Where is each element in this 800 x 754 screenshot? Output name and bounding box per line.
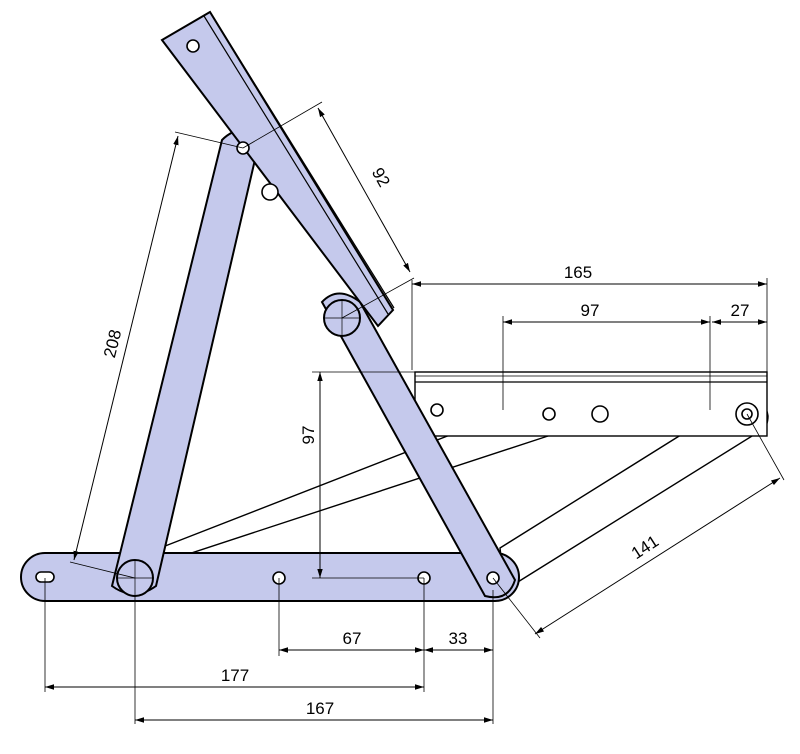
lid-hole-top [186,39,200,53]
dim-label-27: 27 [731,301,750,320]
dimension-27: 27 [712,301,767,325]
dimension-97-vertical: 97 [299,371,424,579]
base-link [20,552,520,602]
dim-label-33: 33 [449,629,468,648]
dimension-167: 167 [134,596,493,724]
dim-label-177: 177 [221,666,249,685]
dimension-177: 177 [44,578,424,692]
top-bracket-hole-mid [542,407,556,421]
top-bracket-hole-right [591,405,609,423]
rear-arm [320,292,517,599]
top-bracket [414,371,768,437]
dim-label-92: 92 [368,164,394,190]
dimension-67: 67 [278,578,425,692]
dimension-165: 165 [411,263,768,372]
top-bracket-hole-left [430,403,444,417]
dim-label-97-vertical: 97 [299,426,318,445]
lid-hole-mid [261,183,279,201]
dimension-92: 92 [242,101,415,319]
dimension-97-top: 97 [502,301,711,410]
dim-label-167: 167 [306,699,334,718]
dim-label-67: 67 [343,629,362,648]
dimension-33: 33 [424,590,494,724]
dim-label-165: 165 [564,263,592,282]
dim-label-97-top: 97 [581,301,600,320]
dim-label-208: 208 [100,328,125,360]
dim-label-141: 141 [628,532,662,563]
